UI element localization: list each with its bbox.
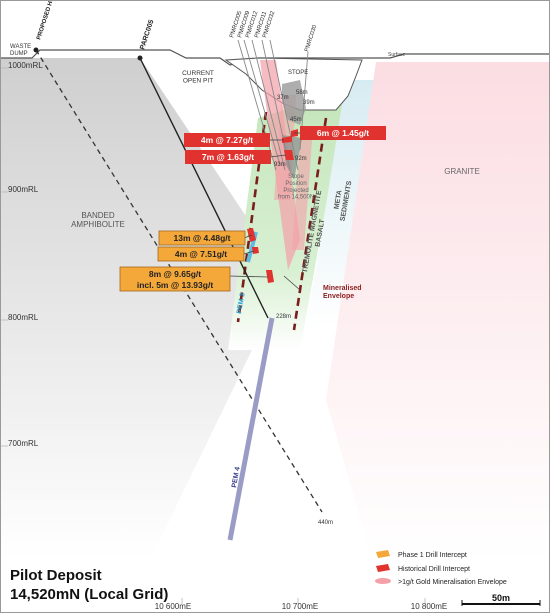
hist-mark-2: [284, 150, 294, 160]
scale-bar-label: 50m: [492, 593, 510, 603]
page-title-line2: 14,520mN (Local Grid): [10, 586, 169, 603]
rl-labels: 1000mRL 900mRL 800mRL 700mRL: [8, 61, 43, 448]
contact-west: [236, 111, 268, 323]
phase1-box-2: [157, 246, 245, 262]
depth-labels: 37m 58m 39m 45m 93m 92m 228m 440m: [274, 90, 333, 526]
phase1-text-2: 4m @ 7.51g/t: [175, 249, 227, 259]
depth-58: 58m: [296, 90, 308, 96]
parc005-collar: [137, 55, 143, 61]
easting-label-10600: 10 600mE: [155, 602, 191, 611]
phase1-text-1: 13m @ 4.48g/t: [174, 233, 231, 243]
stope-label: STOPE: [288, 70, 308, 76]
legend-envelope-label: >1g/t Gold Mineralisation Envelope: [398, 579, 507, 586]
hist-text-2: 7m @ 1.63g/t: [202, 152, 254, 162]
depth-39: 39m: [303, 100, 315, 106]
legend-phase1-label: Phase 1 Drill Intercept: [398, 552, 467, 559]
depth-45: 45m: [290, 117, 302, 123]
envelope-3: [292, 140, 312, 250]
pem4-label: PEM 4: [231, 466, 242, 488]
depth-37: 37m: [277, 95, 289, 101]
historical-hole-labels: PMRC005 PMRC009 PMRC012 PMRC011 PMRC032 …: [229, 10, 318, 53]
phase1-mark-3: [266, 270, 274, 283]
page-title-line1: Pilot Deposit: [10, 567, 102, 584]
phase1-mark-2: [252, 247, 259, 254]
legend-envelope-icon: [375, 578, 391, 584]
depth-93: 93m: [274, 162, 286, 168]
rl-label-900: 900mRL: [8, 185, 39, 194]
easting-label-10700: 10 700mE: [282, 602, 318, 611]
depth-440: 440m: [318, 520, 333, 526]
stope-shape: [282, 80, 306, 125]
phase1-text-3: 8m @ 9.65g/t: [149, 269, 201, 279]
proposed-hole-label: PROPOSED HOLE: [36, 0, 58, 41]
phase1-box-3: [119, 266, 231, 292]
phase1-text-4: incl. 5m @ 13.93g/t: [137, 280, 213, 290]
depth-228: 228m: [276, 314, 291, 320]
pem4-trace: [227, 317, 275, 541]
rl-label-1000: 1000mRL: [8, 61, 43, 70]
hist-box-2: [185, 150, 271, 164]
rl-label-700: 700mRL: [8, 439, 39, 448]
legend-historical-icon: [376, 564, 390, 572]
hist-text-1: 4m @ 7.27g/t: [201, 135, 253, 145]
pem3-label: PEM 3: [236, 292, 247, 314]
hist-mark-1: [282, 136, 292, 143]
legend-phase1-icon: [376, 550, 390, 558]
granite-unit: [326, 62, 550, 560]
scale-bar: 50m: [461, 593, 541, 606]
hist-box-1: [184, 133, 270, 147]
easting-label-10800: 10 800mE: [411, 602, 447, 611]
banded-amphibolite-unit: [0, 58, 272, 560]
parc005-label: PARC005: [139, 19, 155, 51]
phase1-box-1: [158, 230, 246, 246]
meta-sediments-unit: [306, 80, 376, 330]
depth-92: 92m: [295, 156, 307, 162]
parc005-trace: [139, 57, 269, 319]
contact-east: [292, 117, 328, 331]
easting-labels: 10 600mE 10 700mE 10 800mE: [155, 602, 447, 611]
hist-box-3: [300, 126, 386, 140]
proposed-hole-collar: [33, 47, 39, 53]
granite-label: GRANITE: [444, 167, 480, 176]
hist-hole-label-5: PMRC030: [304, 24, 318, 53]
legend-historical-label: Historical Drill Intercept: [398, 566, 470, 573]
legend: Phase 1 Drill Intercept Historical Drill…: [375, 550, 507, 586]
surface-label: Surface: [388, 52, 405, 58]
grid-ticks: [0, 67, 426, 604]
rl-label-800: 800mRL: [8, 313, 39, 322]
hist-text-3: 6m @ 1.45g/t: [317, 128, 369, 138]
